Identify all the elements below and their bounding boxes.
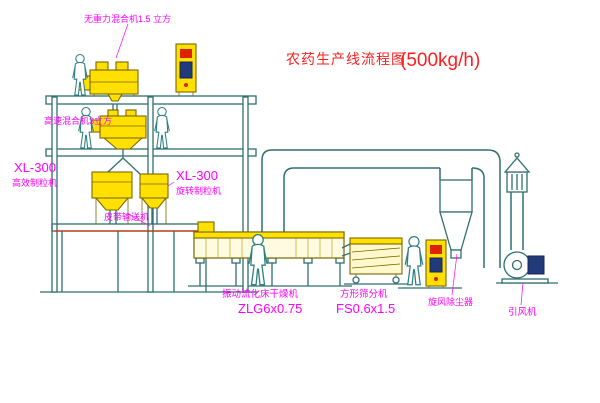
label-belt-conveyor: 皮带输送机 <box>104 211 149 222</box>
diagram-title-capacity: (500kg/h) <box>400 50 480 71</box>
label-granulator-right-model: XL-300 <box>176 168 218 183</box>
square-sieve <box>349 237 403 284</box>
cabinet2-screen <box>429 257 443 273</box>
gravity-mixer <box>77 61 139 102</box>
column-left <box>51 96 58 293</box>
diagram-title: 农药生产线流程图 <box>286 51 406 67</box>
label-sieve-model: FS0.6x1.5 <box>336 301 395 316</box>
cabinet2-indicator <box>430 245 442 254</box>
leader-lines <box>115 23 524 306</box>
label-fan: 引风机 <box>508 306 537 318</box>
label-cyclone: 旋风除尘器 <box>428 296 473 307</box>
label-dryer-model: ZLG6x0.75 <box>238 301 302 316</box>
exhaust-stack <box>503 152 531 250</box>
exhaust-duct <box>261 149 501 268</box>
belt-conveyor <box>51 223 211 292</box>
cabinet-screen <box>179 61 193 79</box>
label-sieve-name: 方形筛分机 <box>340 288 388 300</box>
induced-draft-fan <box>501 251 549 284</box>
person-figure <box>154 107 170 149</box>
cyclone-separator <box>439 179 473 259</box>
column-right <box>242 96 249 293</box>
person-figure <box>404 236 424 286</box>
label-granulator-right-name: 旋转制粒机 <box>176 185 221 196</box>
granulator-left <box>91 171 133 224</box>
transfer-chutes <box>107 104 158 224</box>
cabinet-indicator <box>180 49 192 58</box>
label-dryer-name: 振动流化床干燥机 <box>222 288 299 300</box>
high-speed-mixer <box>89 109 147 150</box>
label-high-speed-mixer: 高速混合机3立方 <box>44 115 112 126</box>
dryer-inlet <box>197 221 215 233</box>
control-cabinet-lower <box>425 239 447 288</box>
label-granulator-left-name: 高效制粒机 <box>12 177 57 188</box>
fluid-bed-dryer <box>193 221 365 286</box>
label-gravity-mixer: 无重力混合机1.5 立方 <box>84 13 171 24</box>
control-cabinet-upper <box>175 43 197 96</box>
fan-motor <box>527 255 545 275</box>
label-granulator-left-model: XL-300 <box>14 160 56 175</box>
person-figure <box>78 107 94 149</box>
